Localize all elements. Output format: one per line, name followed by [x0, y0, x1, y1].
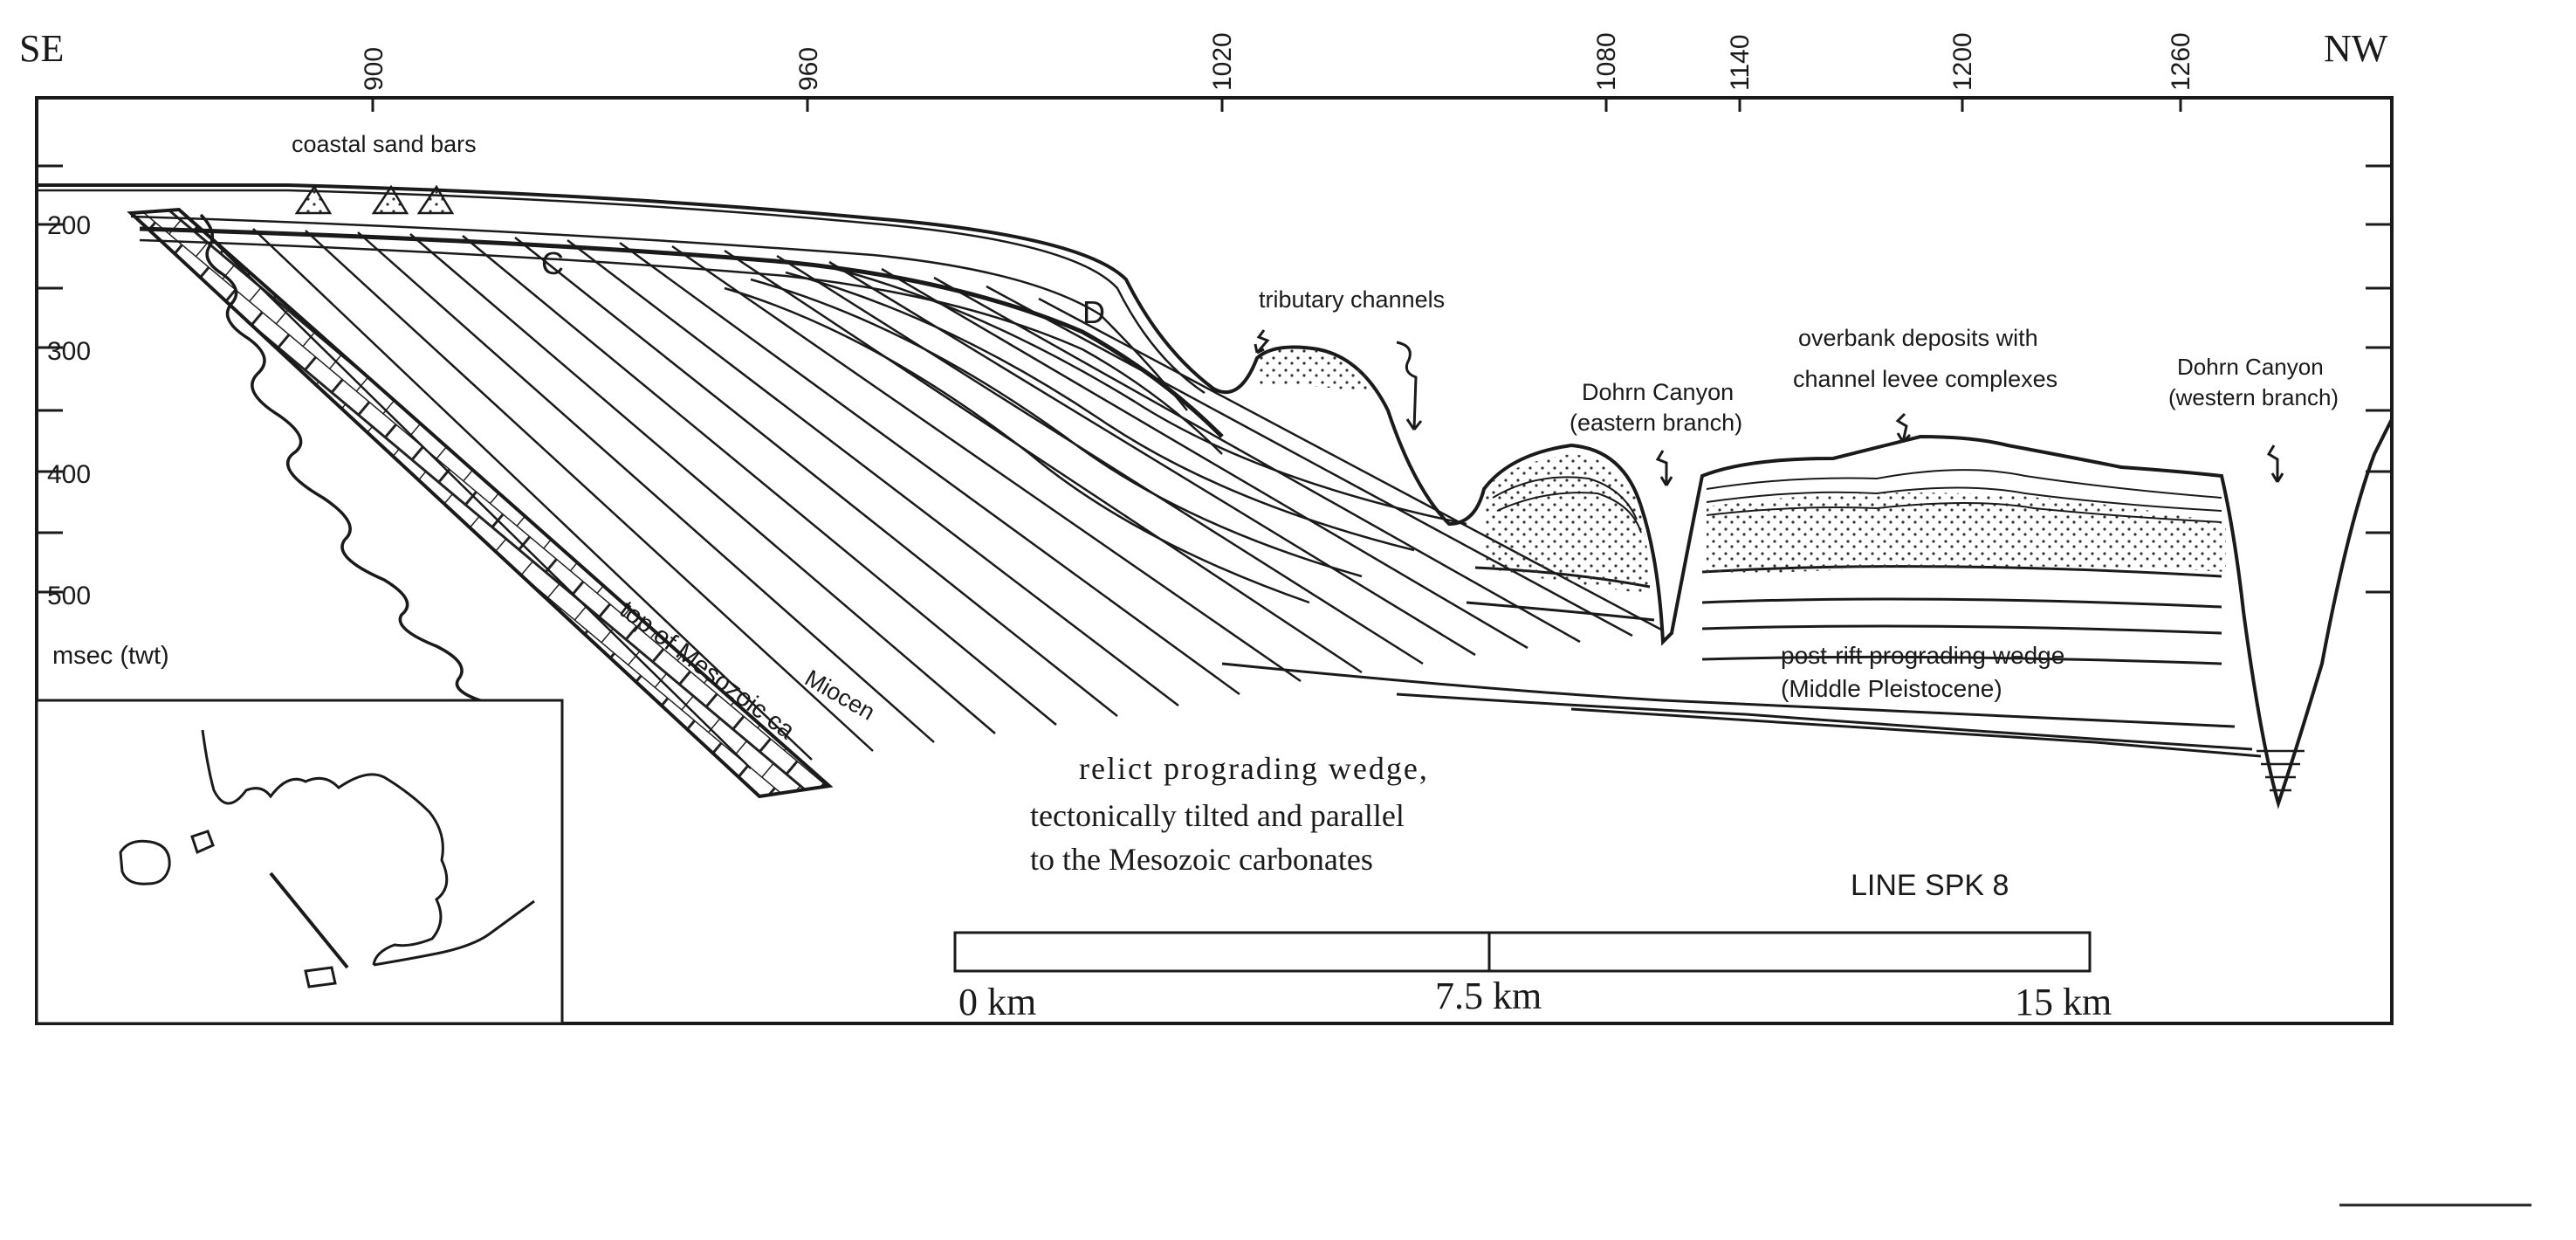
depth-ticks	[37, 164, 2392, 594]
clinoform-reflectors	[200, 228, 1664, 769]
depth-tick-label: 200	[47, 211, 91, 240]
label-coastal-sand-bars: coastal sand bars	[292, 131, 477, 157]
depth-tick-label: 300	[47, 337, 91, 366]
western-canyon-fill	[2257, 749, 2305, 792]
shotpoint-label: 960	[794, 47, 823, 91]
miocene-contact	[199, 213, 564, 761]
reflector	[130, 215, 1188, 411]
depth-tick-label: 400	[47, 460, 91, 489]
label-horizon-d: D	[1082, 294, 1105, 330]
label-relict-2: tectonically tilted and parallel	[1030, 798, 1405, 833]
label-overbank-1: overbank deposits with	[1798, 325, 2038, 351]
tributary-fill	[1257, 347, 1375, 393]
label-dohrn-east-1: Dohrn Canyon	[1582, 379, 1734, 405]
coastline-south	[373, 899, 535, 967]
squiggle-arrow-icon	[1895, 412, 1912, 444]
shotpoint-ticks	[371, 98, 2182, 112]
squiggle-arrow-icon	[1254, 329, 1270, 355]
squiggle-arrow-icon	[2266, 444, 2284, 483]
depth-tick-label: 500	[47, 582, 91, 610]
shotpoint-label: 1260	[2167, 32, 2195, 91]
scale-label-mid: 7.5 km	[1435, 975, 1542, 1017]
label-relict-1: relict prograding wedge,	[1079, 751, 1429, 786]
scale-label-0: 0 km	[958, 981, 1036, 1023]
label-dohrn-west-2: (western branch)	[2168, 384, 2339, 410]
reflector	[139, 238, 1223, 455]
label-dohrn-west-1: Dohrn Canyon	[2177, 354, 2324, 380]
shotpoint-label: 900	[360, 47, 388, 91]
scale-bar: 0 km 7.5 km 15 km	[953, 931, 2112, 1023]
section-frame	[35, 96, 2394, 1025]
shotpoint-label: 1020	[1208, 32, 1237, 91]
levee-complex-lines	[1492, 469, 2222, 534]
label-overbank-2: channel levee complexes	[1793, 366, 2057, 392]
label-line-name: LINE SPK 8	[1851, 869, 2009, 902]
seafloor-reflector	[37, 183, 2392, 809]
reflector	[37, 189, 1206, 395]
island-procida	[190, 830, 215, 855]
label-post-rift-1: post-rift prograding wedge	[1781, 642, 2064, 669]
depth-unit-label: msec (twt)	[52, 642, 169, 670]
island-ischia	[119, 839, 171, 885]
label-relict-3: to the Mesozoic carbonates	[1030, 842, 1373, 877]
shotpoint-label: 1140	[1726, 34, 1755, 91]
arrow-icons	[1254, 329, 2284, 486]
overbank-sand-east	[1484, 454, 1650, 594]
orientation-nw: NW	[2324, 27, 2388, 70]
coastal-sand-bar-icons	[294, 184, 455, 215]
squiggle-arrow-icon	[1396, 341, 1423, 431]
squiggle-arrow-icon	[1655, 450, 1673, 486]
label-horizon-c: C	[541, 245, 564, 281]
island-capri	[304, 966, 337, 989]
scale-label-max: 15 km	[2015, 981, 2112, 1023]
orientation-se: SE	[19, 27, 64, 70]
shotpoint-label: 1200	[1948, 32, 1977, 91]
seismic-line-trace	[269, 871, 349, 969]
inset-location-map	[35, 699, 564, 1025]
label-tributary-channels: tributary channels	[1259, 286, 1445, 313]
depth-axis: 200 300 400 500 msec (twt)	[47, 211, 169, 670]
shotpoint-label: 1080	[1592, 32, 1621, 91]
label-post-rift-2: (Middle Pleistocene)	[1781, 675, 2002, 702]
label-dohrn-east-2: (eastern branch)	[1570, 410, 1742, 436]
shotpoint-axis: 900 960 1020 1080 1140 1200 1260	[360, 32, 2195, 91]
coastline	[201, 729, 449, 966]
